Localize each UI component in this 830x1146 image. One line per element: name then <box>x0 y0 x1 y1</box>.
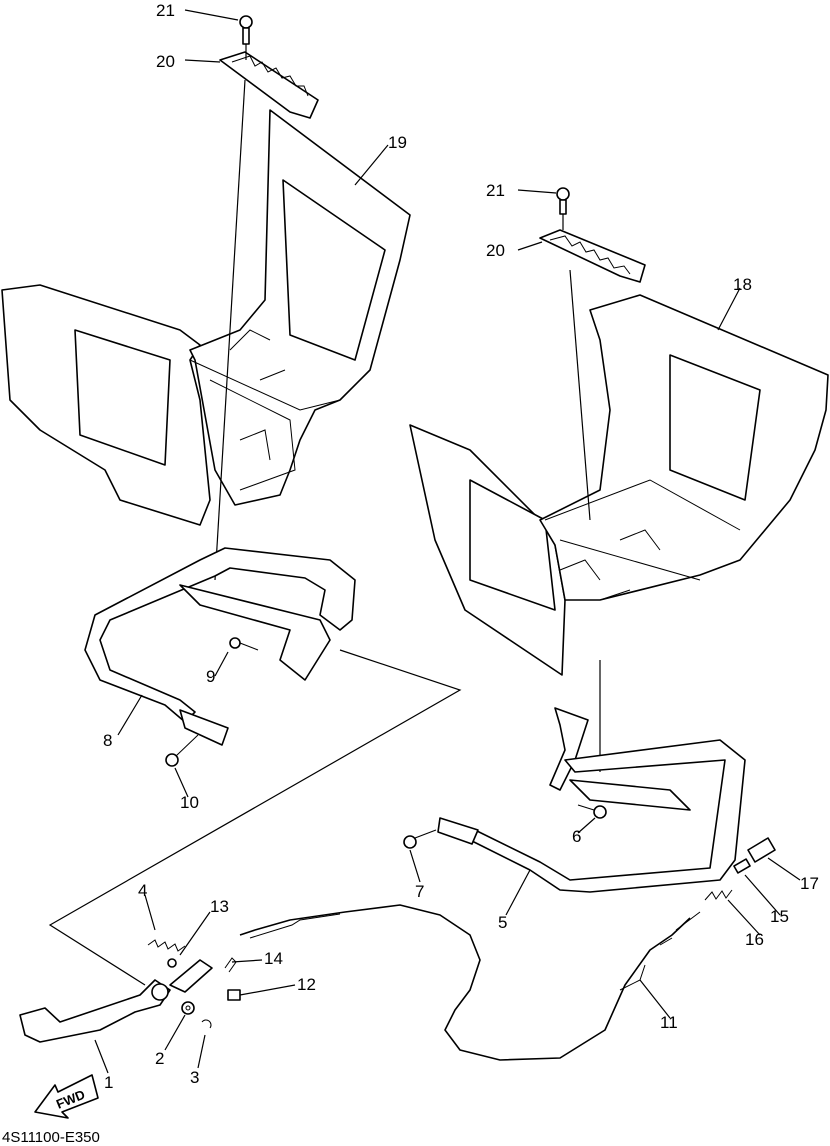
spring-4 <box>147 939 186 952</box>
left-bolt-21 <box>239 15 253 45</box>
callout-16: 16 <box>745 930 764 949</box>
pin-15 <box>733 858 751 874</box>
callout-1: 1 <box>104 1073 113 1092</box>
left-footrest-board <box>1 109 411 526</box>
right-bolt-6 <box>577 804 607 819</box>
callout-19: 19 <box>388 133 407 152</box>
right-footpeg <box>539 229 646 283</box>
callout-13: 13 <box>210 897 229 916</box>
callout-7: 7 <box>415 882 424 901</box>
brake-pedal <box>19 959 213 1043</box>
right-bolt-21 <box>556 187 570 215</box>
left-bolt-9 <box>229 637 259 651</box>
callout-4: 4 <box>138 881 147 900</box>
callout-18: 18 <box>733 275 752 294</box>
pin-13 <box>167 958 177 968</box>
callout-21-left: 21 <box>156 1 175 20</box>
bolt-12 <box>227 989 241 1001</box>
cotter-pin-14 <box>224 957 237 973</box>
callout-21-right: 21 <box>486 181 505 200</box>
left-footpeg <box>219 51 319 119</box>
callout-6: 6 <box>572 827 581 846</box>
callout-12: 12 <box>297 975 316 994</box>
left-bolt-10 <box>165 734 199 767</box>
right-footrest-bracket <box>437 707 746 893</box>
clip-3 <box>201 1019 212 1029</box>
callout-3: 3 <box>190 1068 199 1087</box>
callout-20-left: 20 <box>156 52 175 71</box>
callout-9: 9 <box>206 667 215 686</box>
callout-15: 15 <box>770 907 789 926</box>
left-footrest-bracket <box>84 547 356 746</box>
callout-numbers: 21 20 19 21 20 18 9 8 10 6 7 5 17 15 16 … <box>103 1 819 1092</box>
washer-2 <box>181 1001 195 1015</box>
right-footrest-board <box>409 294 829 676</box>
clevis-17 <box>747 837 776 863</box>
callout-10: 10 <box>180 793 199 812</box>
callout-20-right: 20 <box>486 241 505 260</box>
callout-11: 11 <box>660 1013 678 1032</box>
callout-2: 2 <box>155 1049 164 1068</box>
callout-8: 8 <box>103 731 112 750</box>
callout-5: 5 <box>498 913 507 932</box>
right-bolt-7 <box>403 829 437 849</box>
fwd-arrow-icon <box>34 1074 99 1119</box>
callout-17: 17 <box>800 874 819 893</box>
callout-14: 14 <box>264 949 283 968</box>
spring-16 <box>704 889 733 901</box>
diagram-code: 4S11100-E350 <box>2 1129 100 1146</box>
brake-cable <box>239 904 701 1061</box>
callout-leaders <box>94 9 801 1074</box>
